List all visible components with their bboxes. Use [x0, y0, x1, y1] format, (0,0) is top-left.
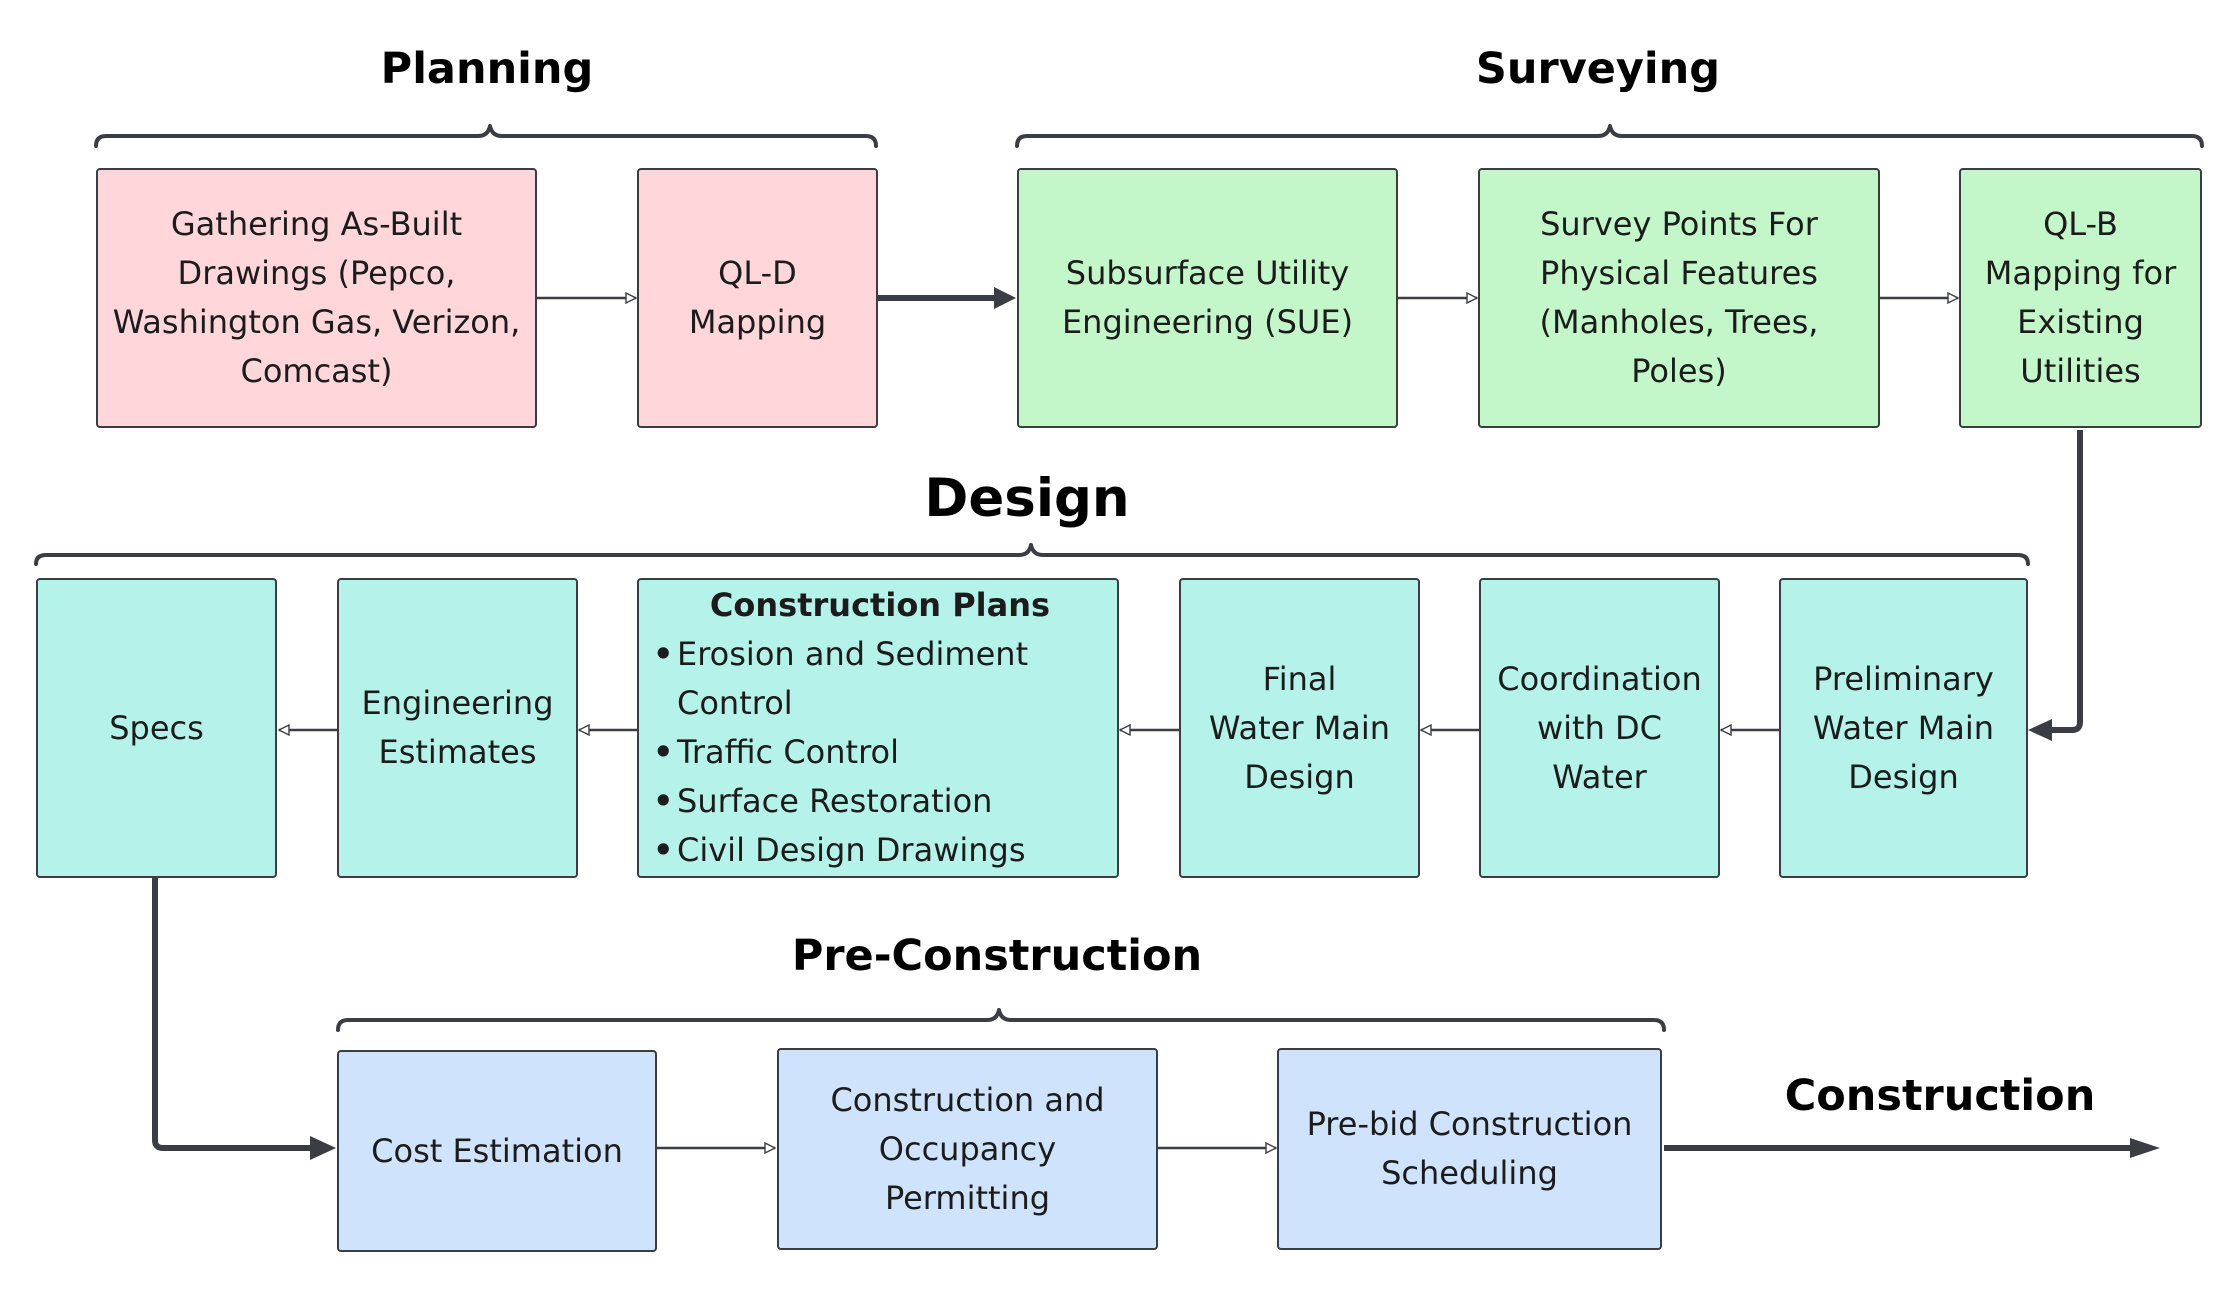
- section-title-surveying: Surveying: [1475, 44, 1721, 94]
- box-coordination-dc-water[interactable]: Coordination with DC Water: [1479, 578, 1720, 878]
- box-final-water-main-design[interactable]: Final Water Main Design: [1179, 578, 1420, 878]
- box-text: Cost Estimation: [371, 1131, 623, 1170]
- section-title-pre-construction: Pre-Construction: [791, 931, 1203, 981]
- section-title-construction: Construction: [1784, 1071, 2096, 1121]
- box-text: Construction and Occupancy Permitting: [830, 1080, 1105, 1217]
- box-qlb-mapping[interactable]: QL-B Mapping for Existing Utilities: [1959, 168, 2202, 428]
- box-survey-points[interactable]: Survey Points For Physical Features (Man…: [1478, 168, 1880, 428]
- plans-list-item: Surface Restoration: [653, 777, 1107, 826]
- box-text: Survey Points For Physical Features (Man…: [1539, 205, 1819, 390]
- plans-list-item: Civil Design Drawings: [653, 826, 1107, 875]
- construction-plans-title: Construction Plans: [709, 586, 1051, 624]
- bold-arrowhead: [310, 1136, 336, 1160]
- construction-plans-list: Erosion and Sediment Control Traffic Con…: [653, 630, 1107, 875]
- planning-brace: [94, 124, 878, 148]
- box-preliminary-water-main-design[interactable]: Preliminary Water Main Design: [1779, 578, 2028, 878]
- box-gathering-as-built[interactable]: Gathering As-Built Drawings (Pepco, Wash…: [96, 168, 537, 428]
- box-construction-occupancy-permitting[interactable]: Construction and Occupancy Permitting: [777, 1048, 1158, 1250]
- bold-arrowhead: [2028, 719, 2052, 741]
- box-text: Pre-bid Construction Scheduling: [1306, 1105, 1633, 1192]
- box-construction-plans[interactable]: Construction Plans Erosion and Sediment …: [637, 578, 1119, 878]
- pre-construction-brace: [336, 1008, 1666, 1032]
- arrow-surveying-to-design: [2050, 430, 2083, 733]
- box-specs[interactable]: Specs: [36, 578, 277, 878]
- box-sue[interactable]: Subsurface Utility Engineering (SUE): [1017, 168, 1398, 428]
- box-text: Gathering As-Built Drawings (Pepco, Wash…: [112, 205, 521, 390]
- section-title-design: Design: [924, 468, 1130, 529]
- box-prebid-construction-scheduling[interactable]: Pre-bid Construction Scheduling: [1277, 1048, 1662, 1250]
- box-text: Specs: [109, 708, 204, 747]
- box-text: Engineering Estimates: [361, 684, 554, 771]
- box-cost-estimation[interactable]: Cost Estimation: [337, 1050, 657, 1252]
- box-text: Subsurface Utility Engineering (SUE): [1061, 254, 1354, 341]
- box-text: QL-B Mapping for Existing Utilities: [1984, 205, 2177, 390]
- plans-list-item: Traffic Control: [653, 728, 1107, 777]
- bold-arrowhead: [994, 287, 1016, 309]
- box-text: Final Water Main Design: [1208, 659, 1391, 796]
- box-qld-mapping[interactable]: QL-D Mapping: [637, 168, 878, 428]
- box-text: Preliminary Water Main Design: [1812, 659, 1995, 796]
- box-engineering-estimates[interactable]: Engineering Estimates: [337, 578, 578, 878]
- surveying-brace: [1015, 124, 2204, 148]
- section-title-planning: Planning: [380, 44, 594, 94]
- design-brace: [34, 543, 2030, 566]
- box-text: QL-D Mapping: [688, 254, 827, 341]
- box-text: Coordination with DC Water: [1497, 659, 1702, 796]
- plans-list-item: Erosion and Sediment Control: [653, 630, 1107, 728]
- arrow-design-to-preconstruction: [152, 878, 314, 1151]
- bold-arrowhead: [2130, 1138, 2160, 1158]
